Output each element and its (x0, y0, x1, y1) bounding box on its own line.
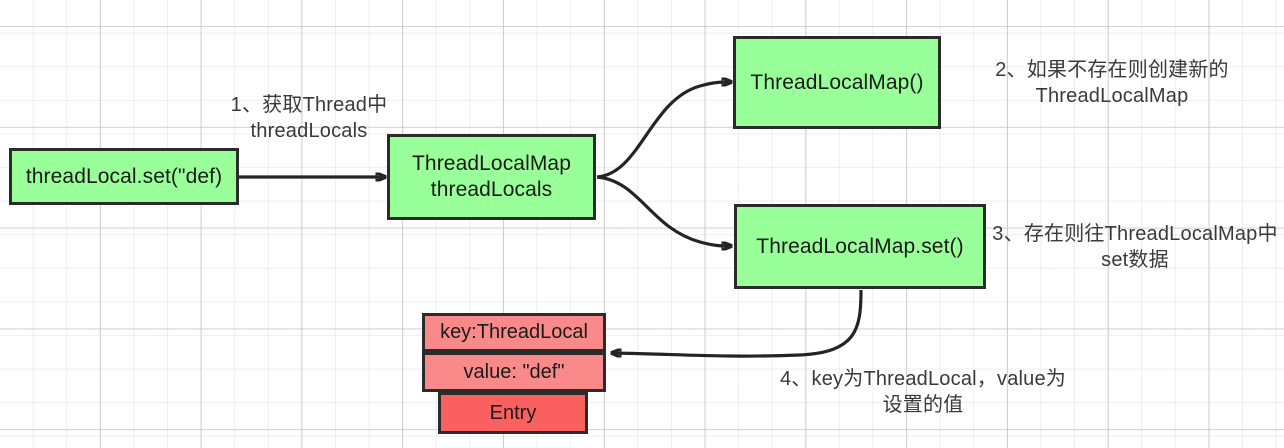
arrow-threadlocals-to-map-set (596, 175, 731, 246)
entry-key-cell: key:ThreadLocal (422, 313, 606, 352)
entry-value-cell: value: "def" (422, 352, 606, 392)
node-threadlocal-set[interactable]: threadLocal.set("def) (9, 148, 239, 205)
arrow-map-set-to-entry (612, 289, 863, 358)
node-threadlocalmap-threadlocals[interactable]: ThreadLocalMap threadLocals (387, 134, 596, 220)
annotation-step-4: 4、key为ThreadLocal，value为 设置的值 (779, 368, 1067, 416)
annotation-step-1: 1、获取Thread中 threadLocals (230, 94, 388, 142)
node-threadlocalmap-set[interactable]: ThreadLocalMap.set() (734, 204, 986, 289)
annotation-step-2: 2、如果不存在则创建新的 ThreadLocalMap (995, 59, 1229, 107)
entry-label-cell: Entry (438, 392, 588, 434)
arrow-threadlocals-to-map-ctor (596, 82, 731, 179)
annotation-step-3: 3、存在则往ThreadLocalMap中 set数据 (992, 223, 1278, 271)
node-threadlocalmap-constructor[interactable]: ThreadLocalMap() (733, 36, 941, 129)
